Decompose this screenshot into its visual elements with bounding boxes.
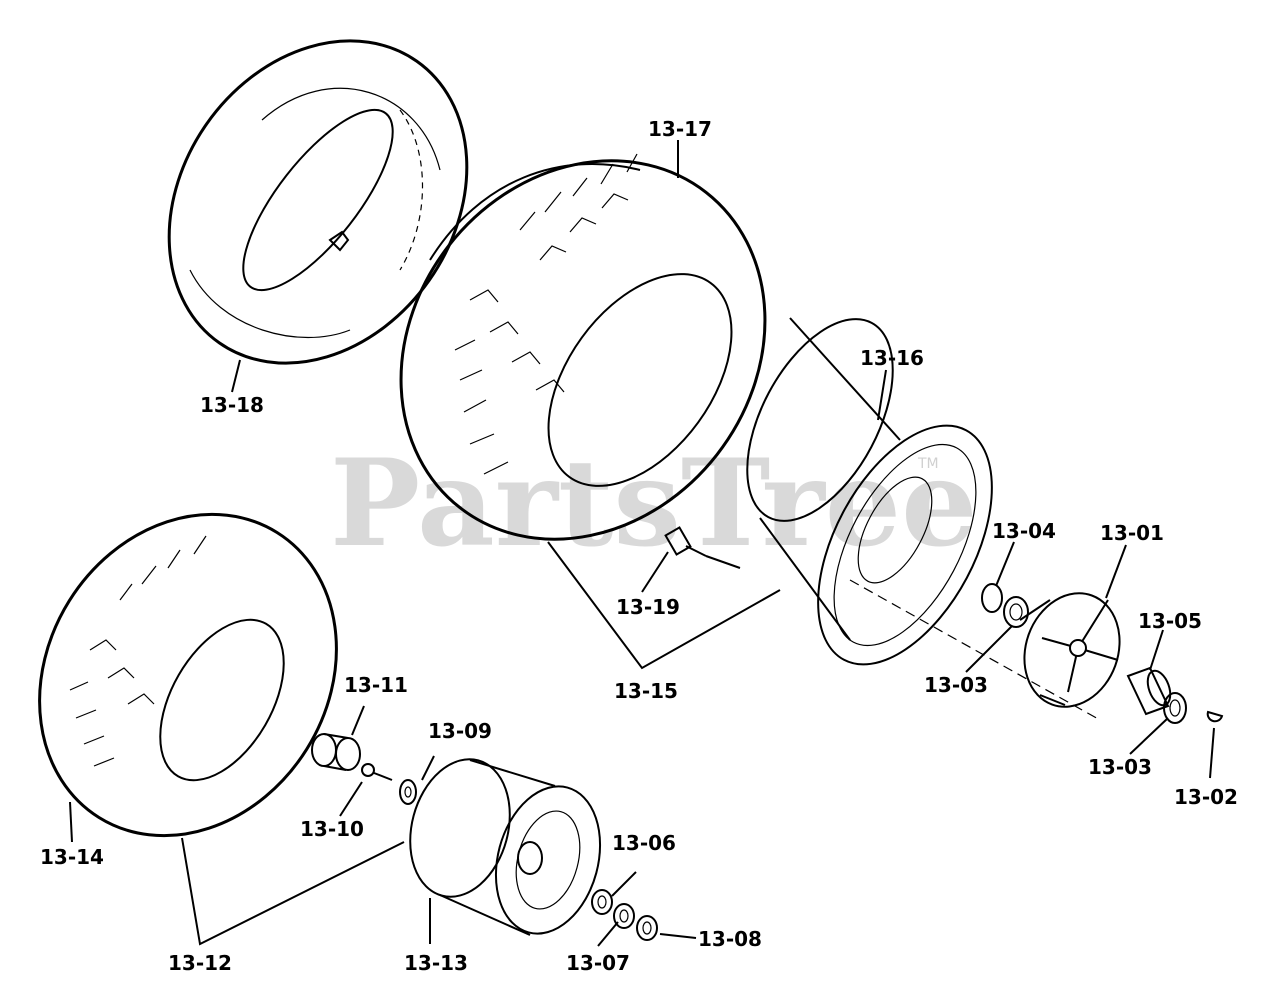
label-13-10[interactable]: 13-10 [300, 817, 364, 841]
label-13-16[interactable]: 13-16 [860, 346, 924, 370]
inner-tube[interactable] [108, 0, 528, 421]
axle-centerline [849, 579, 1101, 721]
label-13-01[interactable]: 13-01 [1100, 521, 1164, 545]
valve-stem[interactable] [664, 526, 707, 557]
watermark-trademark: TM [917, 456, 939, 472]
front-tire[interactable] [0, 458, 396, 891]
label-13-13[interactable]: 13-13 [404, 951, 468, 975]
label-13-18[interactable]: 13-18 [200, 393, 264, 417]
leader-lines [69, 140, 1215, 947]
label-13-05[interactable]: 13-05 [1138, 609, 1202, 633]
label-13-06[interactable]: 13-06 [612, 831, 676, 855]
rear-rim[interactable] [717, 296, 1028, 693]
front-washers[interactable] [591, 889, 658, 941]
label-13-12[interactable]: 13-12 [168, 951, 232, 975]
rear-bushing[interactable] [1126, 666, 1187, 724]
watermark: PartsTree TM [330, 433, 977, 574]
watermark-text: PartsTree [330, 433, 977, 574]
label-13-08[interactable]: 13-08 [698, 927, 762, 951]
front-rim[interactable] [396, 748, 616, 945]
label-13-19[interactable]: 13-19 [616, 595, 680, 619]
rear-bushing-washers[interactable] [981, 583, 1029, 628]
label-13-15[interactable]: 13-15 [614, 679, 678, 703]
label-13-17[interactable]: 13-17 [648, 117, 712, 141]
label-13-03-hub[interactable]: 13-03 [924, 673, 988, 697]
front-bushing[interactable] [311, 733, 361, 771]
part-labels: 13-18 13-17 13-16 13-19 13-15 13-04 13-0… [40, 117, 1238, 975]
label-13-14[interactable]: 13-14 [40, 845, 104, 869]
key[interactable] [1206, 710, 1224, 723]
grease-fitting[interactable] [361, 763, 393, 781]
rear-hub[interactable] [1009, 580, 1135, 720]
label-13-07[interactable]: 13-07 [566, 951, 630, 975]
label-13-11[interactable]: 13-11 [344, 673, 408, 697]
label-13-09[interactable]: 13-09 [428, 719, 492, 743]
front-washer[interactable] [399, 779, 417, 805]
label-13-03-bushing[interactable]: 13-03 [1088, 755, 1152, 779]
label-13-04[interactable]: 13-04 [992, 519, 1056, 543]
rear-tire[interactable] [326, 88, 840, 613]
label-13-02[interactable]: 13-02 [1174, 785, 1238, 809]
